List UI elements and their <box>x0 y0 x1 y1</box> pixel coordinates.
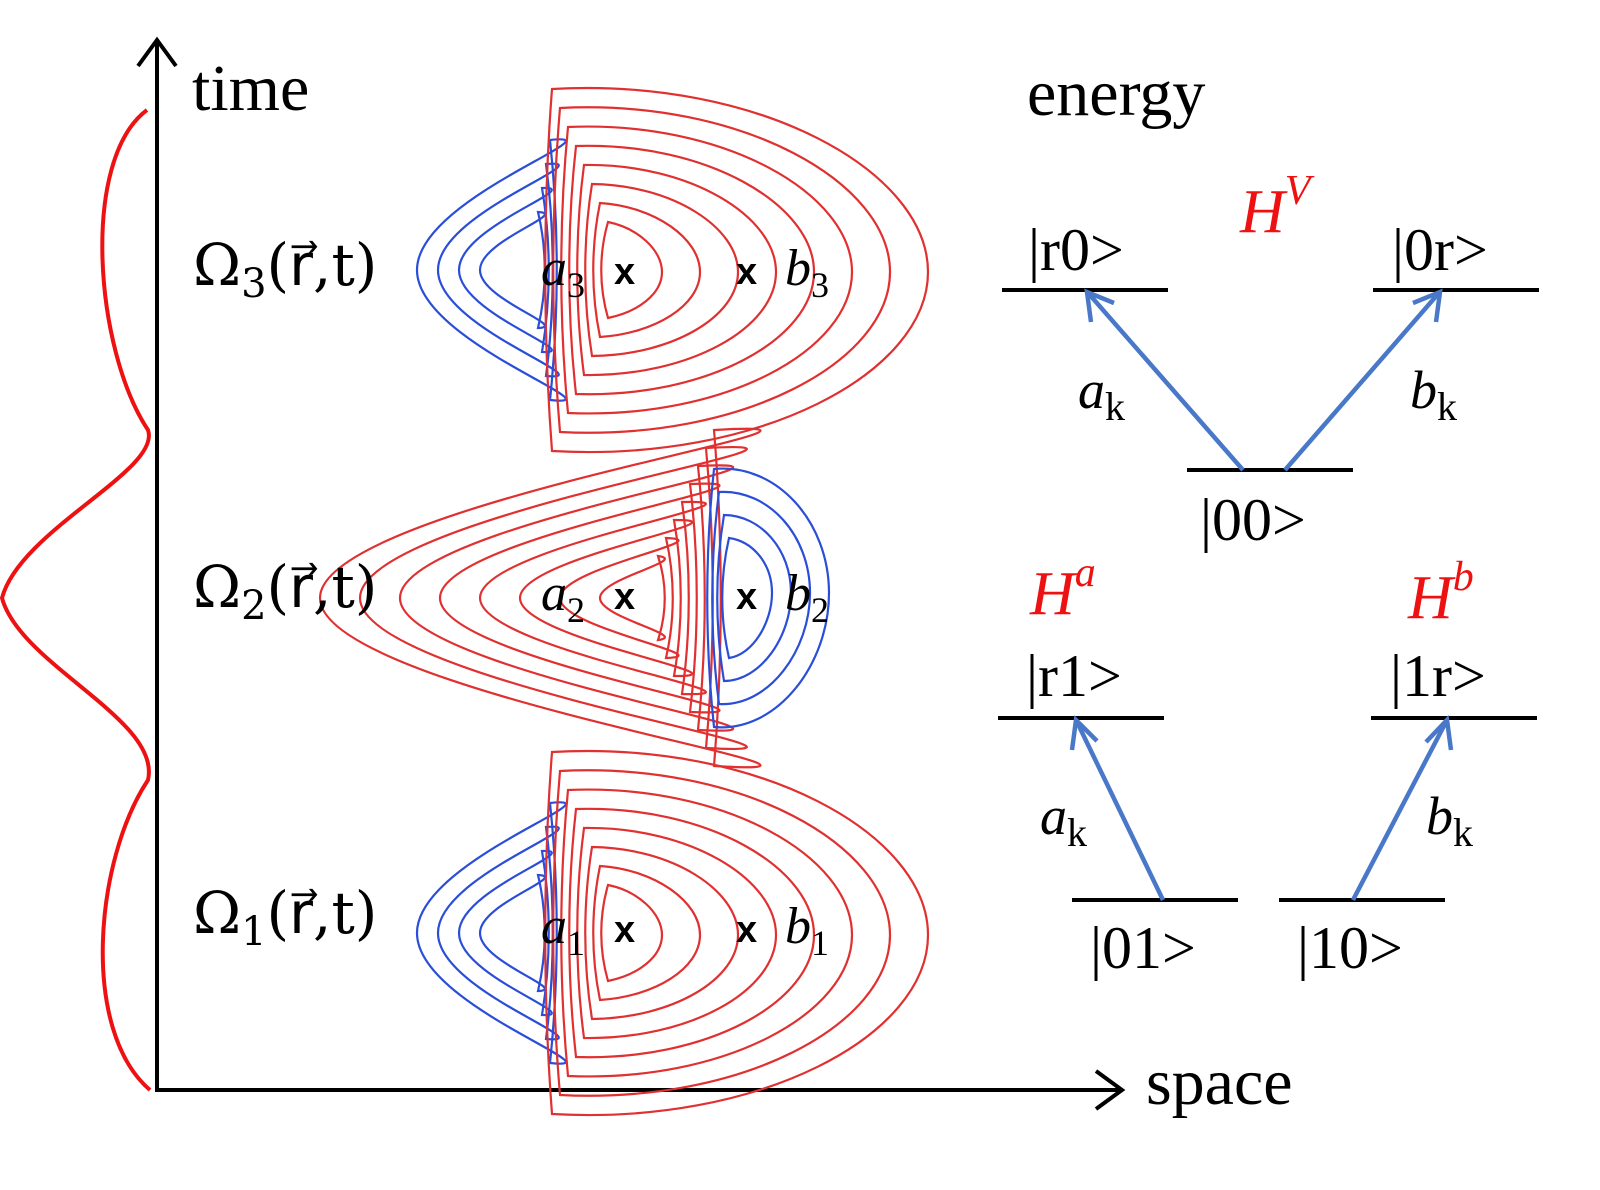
level-1r-label: |1r> <box>1390 643 1486 709</box>
row-3-positive-lobe-contour-7 <box>552 106 892 434</box>
row-1-negative-lobe-contour-4 <box>415 801 567 1065</box>
row-2-negative-lobe-contour-2 <box>716 513 793 683</box>
site-a-2-marker: x <box>614 576 635 618</box>
row-2-labels: Ω2(r⃗,t) a2 x x b2 <box>193 553 829 630</box>
time-axis-label: time <box>192 52 309 125</box>
omega-3-label: Ω3(r⃗,t) <box>193 231 377 307</box>
coupling-a-top-label: ak <box>1078 360 1125 429</box>
arrow-00-to-r0 <box>1084 288 1245 472</box>
row-1-positive-lobe-contour-4 <box>576 826 778 1040</box>
row-3-labels: Ω3(r⃗,t) a3 x x b3 <box>193 231 829 307</box>
row-2-positive-lobe-contour-5 <box>438 482 721 714</box>
space-axis-label: space <box>1146 1046 1293 1119</box>
row-1-positive-lobe-contour-2 <box>592 864 702 1002</box>
site-a-2-label: a2 <box>541 565 585 630</box>
site-a-3-marker: x <box>614 251 635 293</box>
coupling-b-bottom-label: bk <box>1426 786 1473 855</box>
hamiltonian-hb-label: Hb <box>1407 554 1474 632</box>
row-2-negative-lobe-contour-3 <box>711 490 812 706</box>
row-1-positive-lobe-contour-3 <box>584 845 740 1021</box>
coupling-b-top-label: bk <box>1410 360 1457 429</box>
row-1-positive-lobe-contour-8 <box>544 749 930 1117</box>
row-3-positive-lobe-contour-6 <box>560 125 854 415</box>
site-b-2-label: b2 <box>785 565 829 630</box>
coupling-a-bottom-label: ak <box>1040 786 1087 855</box>
row-3-negative-lobe-contour-4 <box>415 138 567 402</box>
row-3-positive-lobe-contour-2 <box>592 201 702 339</box>
arrow-01-to-r1 <box>1069 715 1166 901</box>
row-2-positive-lobe-contour-7 <box>358 445 748 751</box>
row-2-positive-lobe-contour-6 <box>398 464 735 732</box>
row-2-positive-lobe-contour-4 <box>478 500 707 696</box>
site-a-1-marker: x <box>614 909 635 951</box>
row-2-positive-lobe-contour-2 <box>558 536 680 660</box>
hamiltonian-hv-label: HV <box>1239 168 1315 246</box>
level-00-label: |00> <box>1200 487 1306 553</box>
time-axis <box>136 36 178 1092</box>
site-a-3-label: a3 <box>541 240 585 305</box>
level-r1-label: |r1> <box>1026 643 1122 709</box>
row-3-positive-lobe-contour-5 <box>568 144 816 396</box>
level-0r-label: |0r> <box>1392 217 1488 283</box>
row-1-negative-lobe-contour-2 <box>457 849 553 1017</box>
site-b-1-marker: x <box>736 909 757 951</box>
arrow-10-to-1r <box>1351 715 1454 902</box>
row-3-positive-lobe-contour-8 <box>544 86 930 454</box>
row-2-positive-lobe-contour-3 <box>518 518 694 678</box>
row-3-positive-lobe-contour-3 <box>584 182 740 358</box>
level-10-label: |10> <box>1297 915 1403 981</box>
row-3-positive-lobe-contour-1 <box>600 220 664 320</box>
hamiltonian-ha-label: Ha <box>1029 550 1096 628</box>
arrow-00-to-0r <box>1283 288 1443 472</box>
energy-diagram-ha-hb: Ha Hb |r1> |1r> |01> |10> ak bk <box>998 550 1537 981</box>
level-01-label: |01> <box>1090 915 1196 981</box>
site-b-3-marker: x <box>736 251 757 293</box>
omega-1-label: Ω1(r⃗,t) <box>193 879 377 955</box>
row-2-negative-lobe-contour-1 <box>721 536 774 660</box>
pulse-envelope <box>0 108 152 1092</box>
omega-2-label: Ω2(r⃗,t) <box>193 553 377 629</box>
row-3-negative-lobe-contour-2 <box>457 186 553 354</box>
row-1-positive-lobe-contour-1 <box>600 883 664 983</box>
site-a-1-label: a1 <box>541 898 585 963</box>
orbital-contours <box>318 86 930 1117</box>
row-1-positive-lobe-contour-7 <box>552 769 892 1097</box>
site-b-2-marker: x <box>736 576 757 618</box>
space-axis <box>155 1069 1126 1111</box>
row-2-positive-lobe-contour-8 <box>318 427 762 769</box>
energy-diagram-hv: HV |r0> |0r> |00> ak bk <box>1002 168 1539 553</box>
row-1-positive-lobe-contour-5 <box>568 807 816 1059</box>
row-1-positive-lobe-contour-6 <box>560 788 854 1078</box>
row-3-positive-lobe-contour-4 <box>576 163 778 377</box>
energy-label: energy <box>1027 57 1205 130</box>
level-r0-label: |r0> <box>1028 217 1124 283</box>
row-1-labels: Ω1(r⃗,t) a1 x x b1 <box>193 879 829 963</box>
row-2-negative-lobe-contour-4 <box>706 467 831 729</box>
site-b-1-label: b1 <box>785 898 829 963</box>
row-2-positive-lobe-contour-1 <box>598 554 666 642</box>
site-b-3-label: b3 <box>785 240 829 305</box>
